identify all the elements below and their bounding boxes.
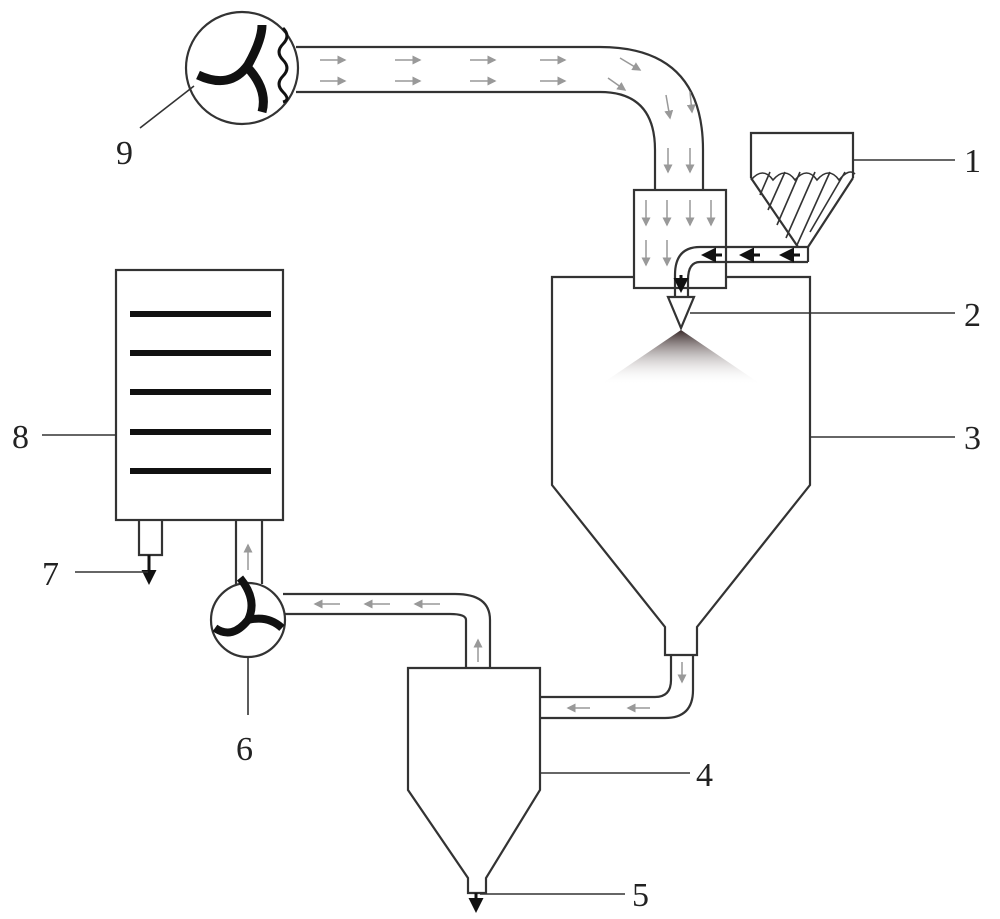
label-9: 9 — [116, 135, 133, 172]
label-1: 1 — [964, 143, 981, 180]
label-7: 7 — [42, 556, 59, 593]
atomizer-nozzle-2 — [600, 295, 762, 385]
heater-coil-icon — [277, 26, 289, 104]
fan-blade-icon — [196, 24, 267, 86]
exhaust-fan-6 — [209, 575, 287, 659]
hot-air-fan-9 — [184, 10, 300, 126]
label-3: 3 — [964, 420, 981, 457]
condenser-8 — [114, 268, 285, 585]
exhaust-duct — [243, 543, 492, 668]
label-2: 2 — [964, 297, 981, 334]
air-distributor — [632, 188, 728, 290]
drying-chamber-3 — [550, 275, 812, 657]
leader-lines — [42, 85, 955, 895]
hot-air-duct — [296, 45, 705, 190]
feed-hopper-1 — [749, 131, 856, 248]
label-8: 8 — [12, 419, 29, 456]
product-duct — [540, 655, 695, 720]
label-5: 5 — [632, 877, 649, 914]
spray-cone — [600, 330, 762, 385]
cyclone-separator-4 — [406, 666, 542, 913]
label-4: 4 — [696, 757, 713, 794]
label-6: 6 — [236, 731, 253, 768]
feed-pipe — [673, 245, 810, 296]
